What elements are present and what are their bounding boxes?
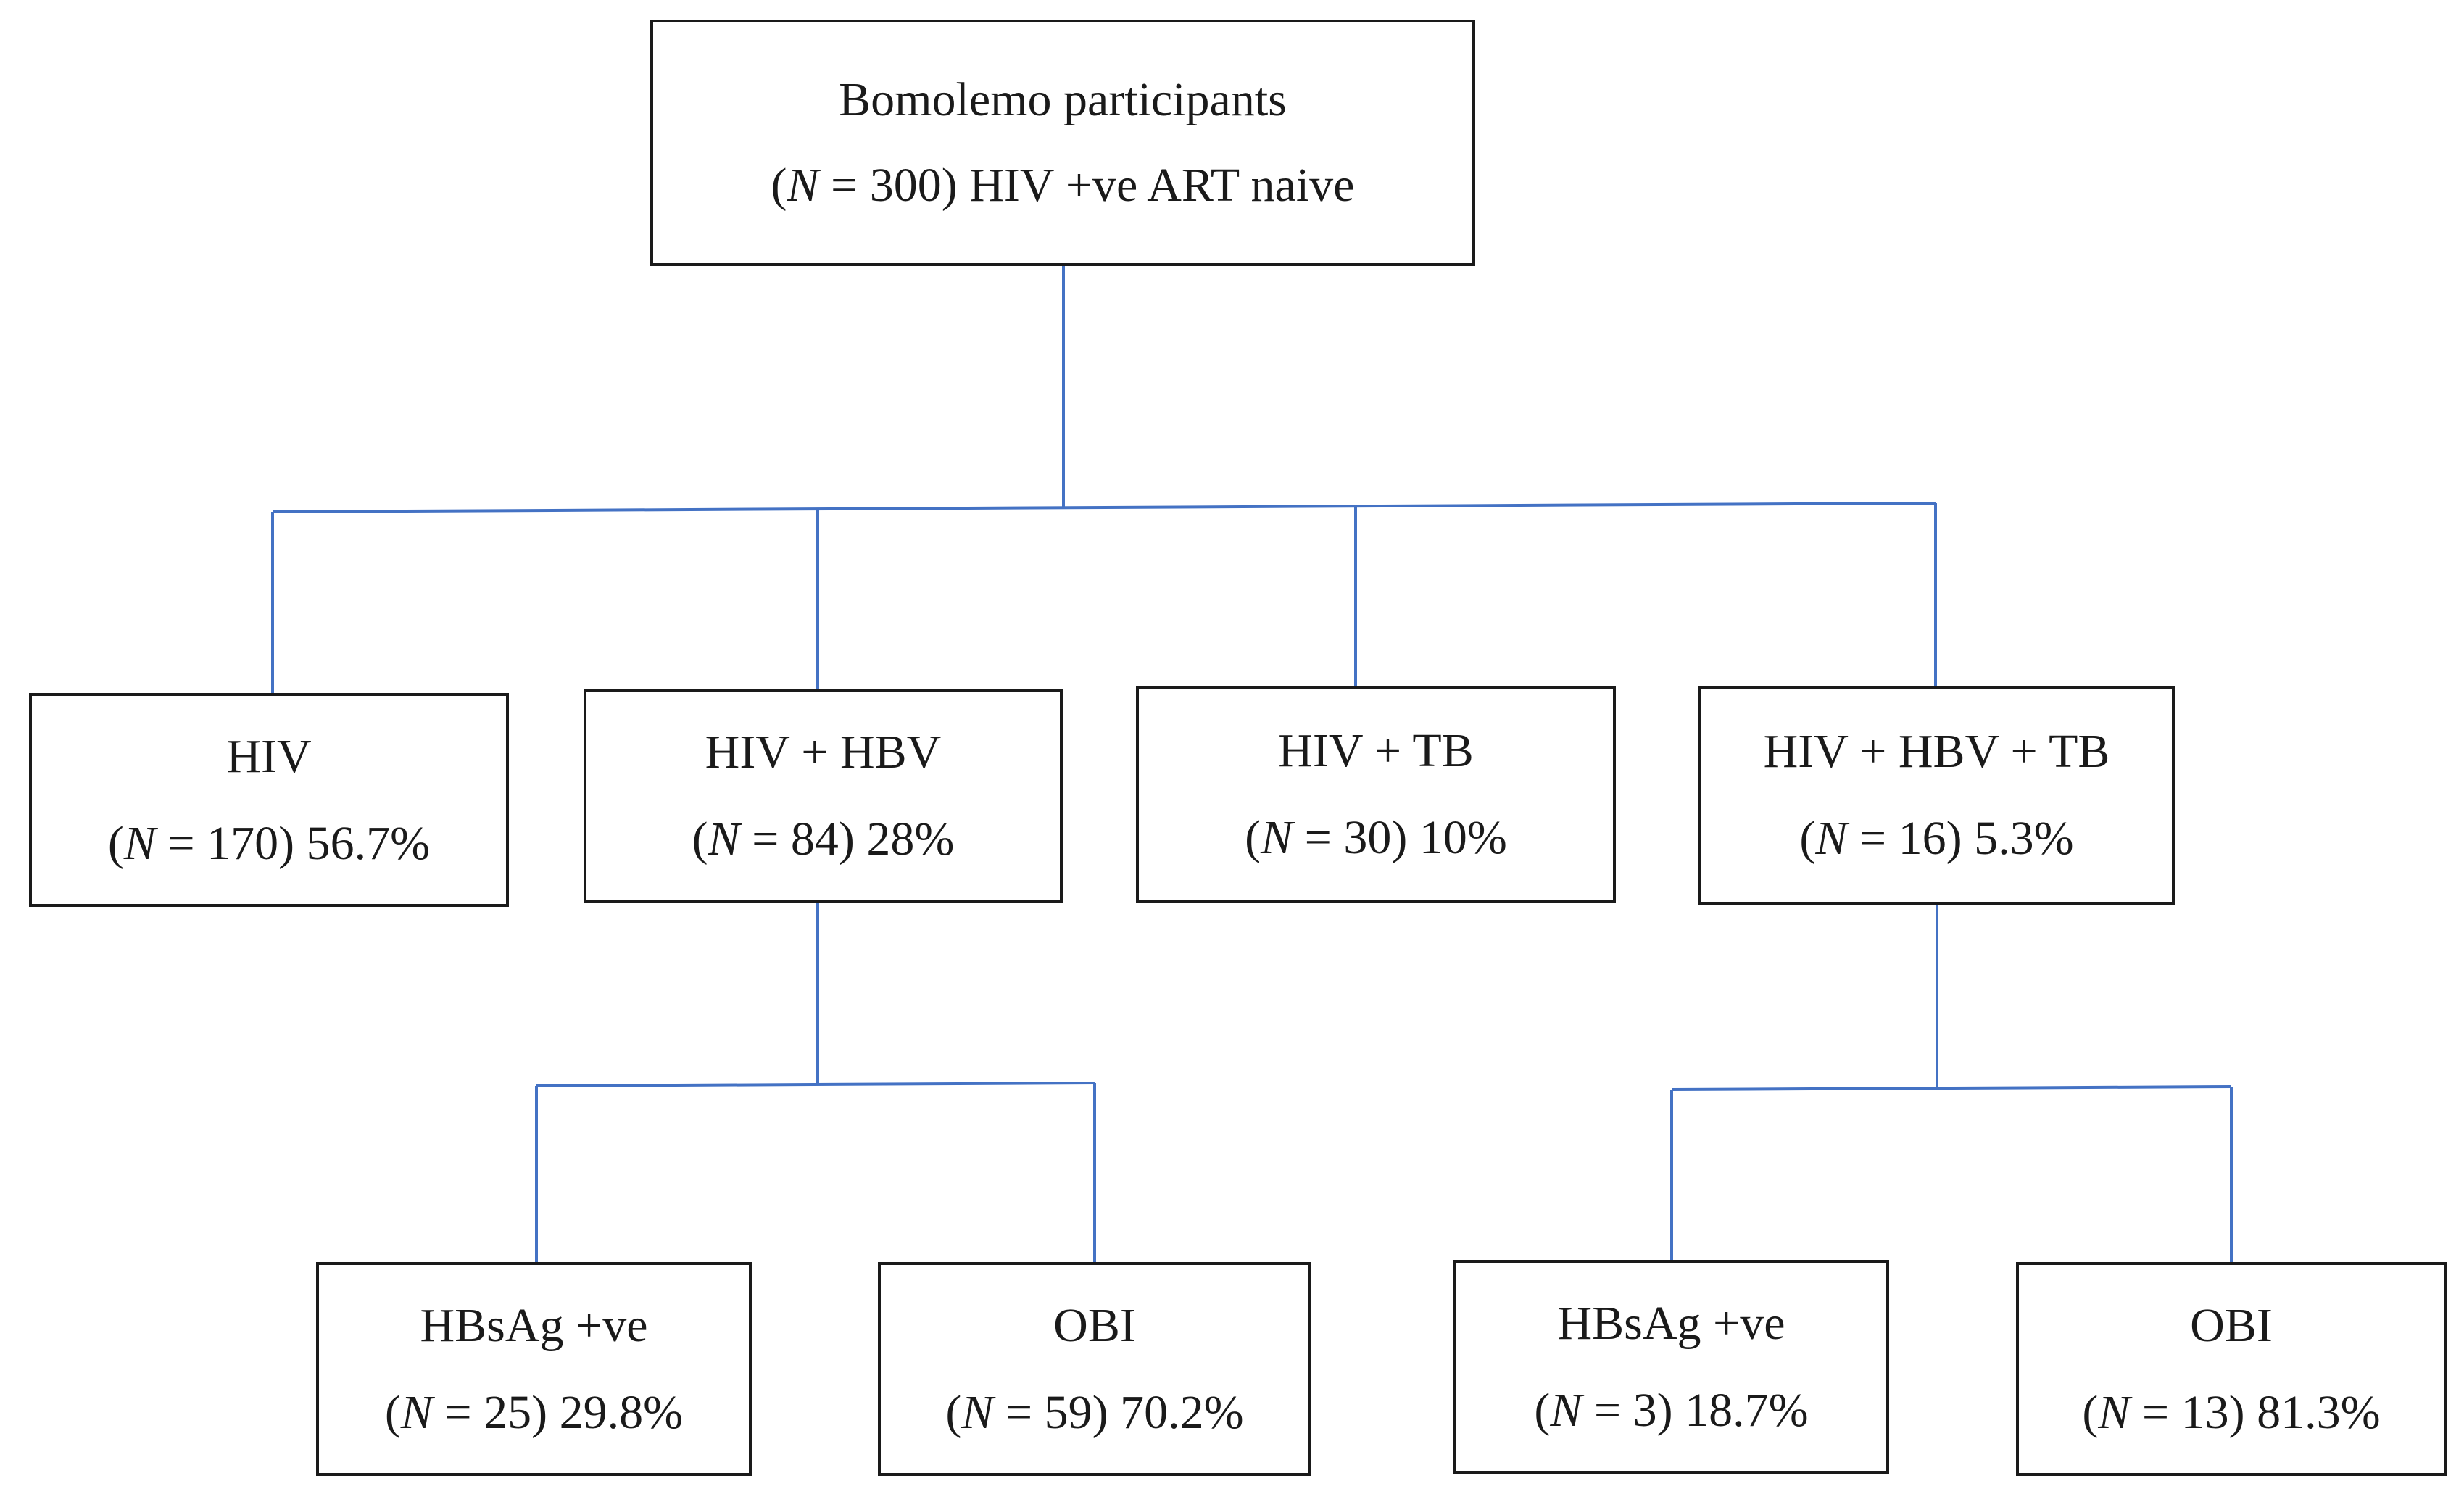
connector-hbv-tb-bus bbox=[1671, 1085, 2232, 1091]
box-obi-hbv: OBI (N = 59) 70.2% bbox=[878, 1262, 1311, 1476]
hbsag-2-count: (N = 3) 18.7% bbox=[1534, 1383, 1809, 1437]
obi-2-label: OBI bbox=[2190, 1298, 2273, 1352]
hiv-hbv-label: HIV + HBV bbox=[705, 725, 942, 779]
box-hbsag-positive-hbv-tb: HBsAg +ve (N = 3) 18.7% bbox=[1453, 1260, 1889, 1474]
box-hiv-tb: HIV + TB (N = 30) 10% bbox=[1136, 686, 1616, 903]
root-box-bomolemo-participants: Bomolemo participants (N = 300) HIV +ve … bbox=[650, 20, 1475, 266]
box-obi-hbv-tb: OBI (N = 13) 81.3% bbox=[2016, 1262, 2447, 1476]
obi-1-label: OBI bbox=[1053, 1298, 1136, 1352]
root-count: (N = 300) HIV +ve ART naive bbox=[771, 159, 1355, 212]
hiv-count: (N = 170) 56.7% bbox=[107, 816, 431, 870]
box-hiv-hbv-tb: HIV + HBV + TB (N = 16) 5.3% bbox=[1698, 686, 2175, 905]
hiv-label: HIV bbox=[226, 729, 312, 783]
hiv-tb-count: (N = 30) 10% bbox=[1245, 811, 1507, 864]
obi-2-count: (N = 13) 81.3% bbox=[2082, 1385, 2381, 1439]
box-hbsag-positive-hbv: HBsAg +ve (N = 25) 29.8% bbox=[316, 1262, 752, 1476]
connector-top-bus bbox=[272, 502, 1936, 513]
box-hiv-hbv: HIV + HBV (N = 84) 28% bbox=[584, 689, 1063, 903]
hiv-hbv-tb-count: (N = 16) 5.3% bbox=[1799, 812, 2074, 865]
box-hiv: HIV (N = 170) 56.7% bbox=[29, 693, 509, 907]
connector-hbv-bus bbox=[536, 1082, 1095, 1087]
hbsag-1-label: HBsAg +ve bbox=[420, 1298, 648, 1352]
hiv-hbv-tb-label: HIV + HBV + TB bbox=[1763, 725, 2110, 778]
obi-1-count: (N = 59) 70.2% bbox=[945, 1385, 1244, 1439]
hiv-hbv-count: (N = 84) 28% bbox=[692, 812, 955, 866]
hbsag-1-count: (N = 25) 29.8% bbox=[384, 1385, 684, 1439]
hiv-tb-label: HIV + TB bbox=[1278, 724, 1474, 777]
root-label: Bomolemo participants bbox=[839, 73, 1287, 126]
hbsag-2-label: HBsAg +ve bbox=[1557, 1296, 1785, 1350]
